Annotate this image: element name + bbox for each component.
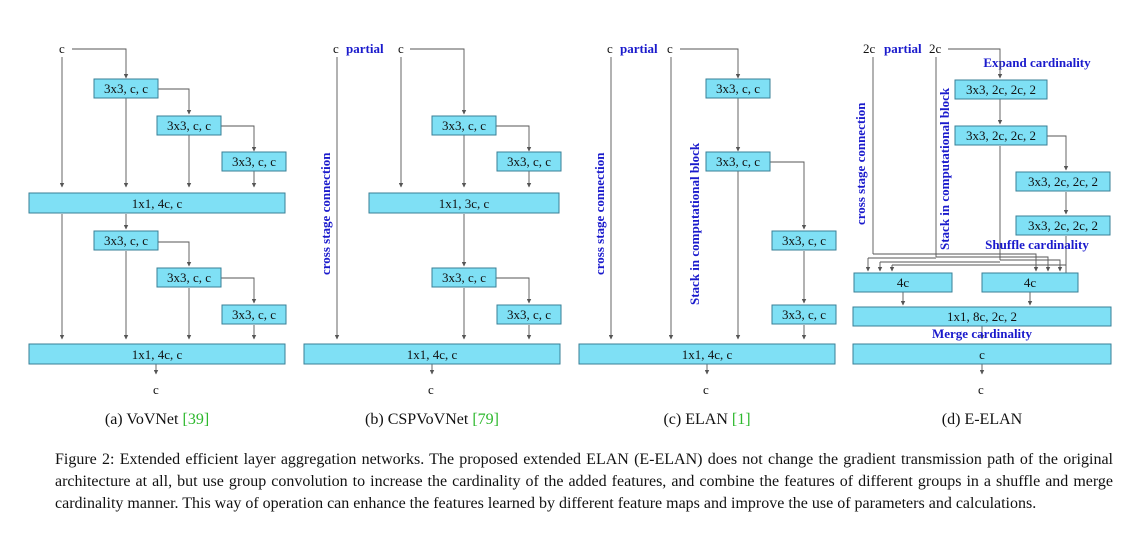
- conv-box-label: 3x3, c, c: [104, 81, 148, 96]
- panel-c-partial-label: partial: [620, 41, 658, 56]
- group-conv-box: [1015, 215, 1111, 236]
- conv-box: [771, 230, 837, 251]
- panel-d-input-right: 2c: [929, 41, 942, 56]
- panel-c-output-label: c: [703, 382, 709, 397]
- panel-c-input-right: c: [667, 41, 673, 56]
- panel-vovnet: c 3x3, c, c 3x3, c, c 3x3, c, c 1x1, 4c,…: [28, 41, 287, 428]
- conv-box: [771, 304, 837, 325]
- conv-box: [221, 151, 287, 172]
- conv-box-label: 3x3, c, c: [167, 270, 211, 285]
- architecture-diagram: c 3x3, c, c 3x3, c, c 3x3, c, c 1x1, 4c,…: [28, 41, 1112, 428]
- conv-box: [431, 115, 497, 136]
- panel-b-partial-label: partial: [346, 41, 384, 56]
- group-concat-box-label: 4c: [897, 275, 910, 290]
- panel-d-partial-label: partial: [884, 41, 922, 56]
- output-box-label: c: [979, 347, 985, 362]
- panel-a-input-label: c: [59, 41, 65, 56]
- panel-b-input-right: c: [398, 41, 404, 56]
- shuffle-cardinality-label: Shuffle cardinality: [985, 237, 1089, 252]
- conv-box-label: 3x3, c, c: [507, 307, 551, 322]
- citation-link[interactable]: [39]: [182, 411, 209, 428]
- transition-box-label: 1x1, 3c, c: [439, 196, 490, 211]
- panel-a-subtitle: (a) VoVNet [39]: [105, 411, 209, 428]
- panel-d-cross-stage-label: cross stage connection: [853, 102, 868, 225]
- citation-link[interactable]: [79]: [472, 411, 499, 428]
- group-concat-box: [981, 272, 1079, 293]
- aggregation-box-label: 1x1, 4c, c: [682, 347, 733, 362]
- conv-box-label: 3x3, c, c: [232, 307, 276, 322]
- output-box: [852, 343, 1112, 365]
- panel-b-output-label: c: [428, 382, 434, 397]
- conv-box: [496, 151, 562, 172]
- conv-box-label: 3x3, c, c: [167, 118, 211, 133]
- conv-box-label: 3x3, c, c: [782, 233, 826, 248]
- conv-box-label: 3x3, c, c: [104, 233, 148, 248]
- panel-b-subtitle: (b) CSPVoVNet [79]: [365, 411, 499, 428]
- group-conv-box-label: 3x3, 2c, 2c, 2: [966, 128, 1036, 143]
- conv-box-label: 3x3, c, c: [442, 270, 486, 285]
- conv-box-label: 3x3, c, c: [442, 118, 486, 133]
- panel-c-subtitle: (c) ELAN [1]: [663, 411, 750, 428]
- aggregation-box-label: 1x1, 4c, c: [132, 347, 183, 362]
- panel-c-cross-stage-label: cross stage connection: [592, 152, 607, 275]
- conv-box-label: 3x3, c, c: [782, 307, 826, 322]
- panel-a-output-label: c: [153, 382, 159, 397]
- transition-box: [368, 192, 560, 214]
- expand-cardinality-label: Expand cardinality: [983, 55, 1091, 70]
- conv-box: [705, 151, 771, 172]
- group-conv-box-label: 3x3, 2c, 2c, 2: [1028, 174, 1098, 189]
- group-concat-box-label: 4c: [1024, 275, 1037, 290]
- panel-c-input-left: c: [607, 41, 613, 56]
- aggregation-box-label: 1x1, 4c, c: [132, 196, 183, 211]
- aggregation-box: [578, 343, 836, 365]
- panel-d-stack-label: Stack in computational block: [937, 87, 952, 250]
- conv-box: [156, 267, 222, 288]
- conv-box-label: 3x3, c, c: [716, 154, 760, 169]
- aggregation-box: [28, 192, 286, 214]
- merge-cardinality-label: Merge cardinality: [932, 326, 1032, 341]
- panel-b-cross-stage-label: cross stage connection: [318, 152, 333, 275]
- citation-link[interactable]: [1]: [732, 411, 751, 428]
- conv-box: [93, 230, 159, 251]
- group-conv-box-label: 3x3, 2c, 2c, 2: [966, 82, 1036, 97]
- conv-box-label: 3x3, c, c: [507, 154, 551, 169]
- panel-c-stack-label: Stack in computational block: [687, 142, 702, 305]
- conv-box: [93, 78, 159, 99]
- figure-caption: Figure 2: Extended efficient layer aggre…: [55, 451, 1113, 512]
- panel-d-output-label: c: [978, 382, 984, 397]
- group-conv-box: [954, 79, 1048, 100]
- panel-d-subtitle: (d) E-ELAN: [942, 411, 1023, 428]
- group-conv-box: [1015, 171, 1111, 192]
- group-concat-box: [853, 272, 953, 293]
- panel-e-elan: 2c partial 2c Expand cardinality cross s…: [852, 41, 1112, 428]
- panel-elan: c partial c cross stage connection Stack…: [578, 41, 837, 428]
- conv-box: [221, 304, 287, 325]
- aggregation-box: [303, 343, 561, 365]
- merge-conv-box: [852, 306, 1112, 327]
- conv-box: [496, 304, 562, 325]
- aggregation-box-label: 1x1, 4c, c: [407, 347, 458, 362]
- conv-box: [156, 115, 222, 136]
- conv-box-label: 3x3, c, c: [716, 81, 760, 96]
- conv-box-label: 3x3, c, c: [232, 154, 276, 169]
- panel-b-input-left: c: [333, 41, 339, 56]
- panel-cspvovnet: c partial c cross stage connection 3x3, …: [303, 41, 562, 428]
- conv-box: [431, 267, 497, 288]
- aggregation-box: [28, 343, 286, 365]
- merge-conv-box-label: 1x1, 8c, 2c, 2: [947, 309, 1017, 324]
- conv-box: [705, 78, 771, 99]
- panel-d-input-left: 2c: [863, 41, 876, 56]
- group-conv-box-label: 3x3, 2c, 2c, 2: [1028, 218, 1098, 233]
- group-conv-box: [954, 125, 1048, 146]
